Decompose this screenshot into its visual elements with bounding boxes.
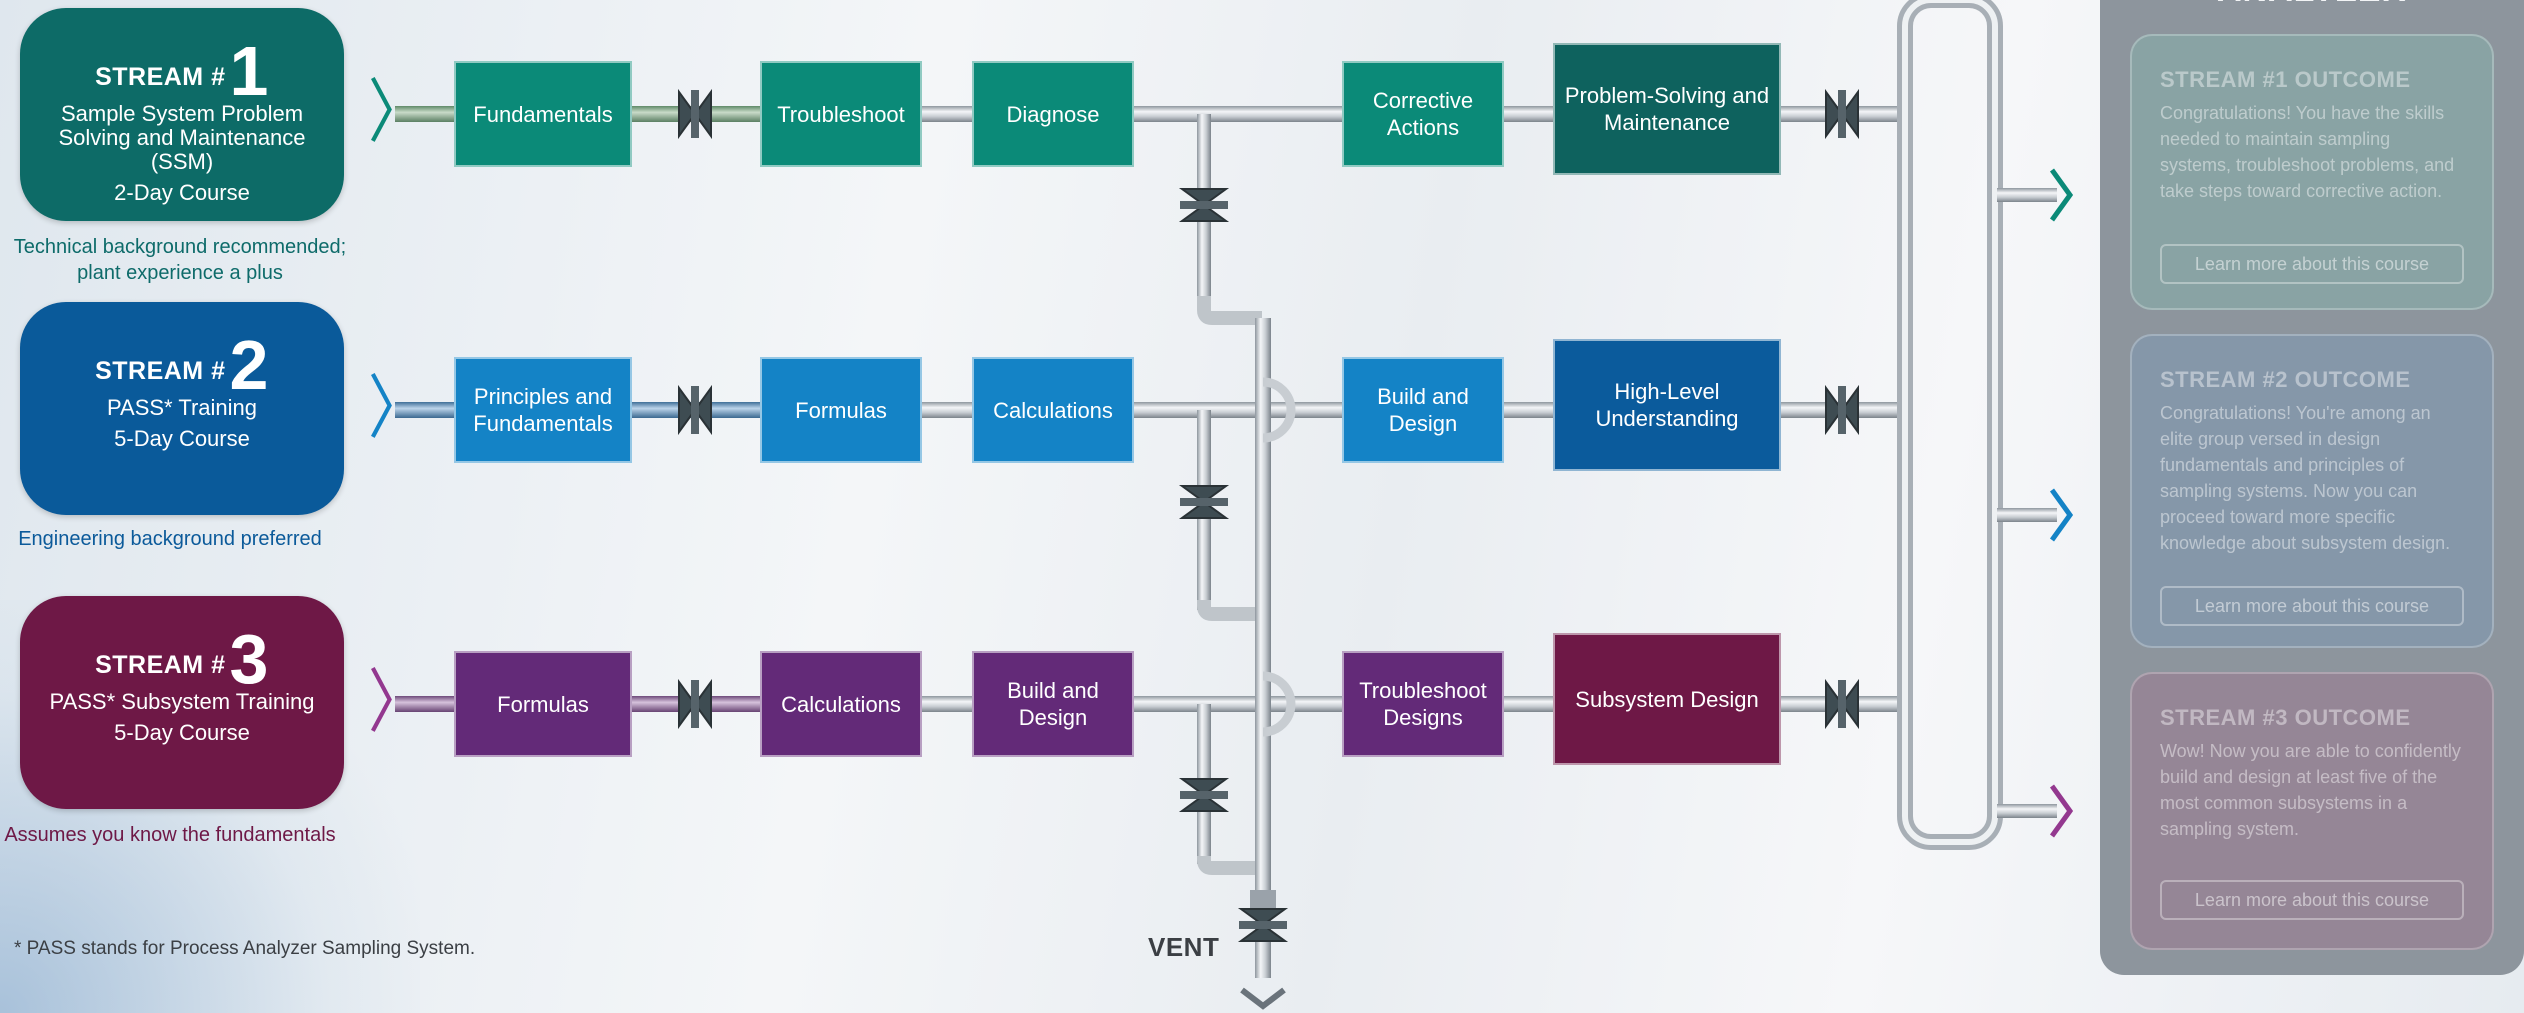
outlet-pipe-2	[1997, 508, 2057, 522]
elbow-3	[1197, 856, 1262, 875]
stage-build-design[interactable]: Build and Design	[972, 651, 1134, 757]
pipe-2b	[920, 402, 972, 418]
valve-vent	[1238, 908, 1288, 942]
stream-number: 1	[229, 32, 269, 110]
stream-card-1[interactable]: STREAM #1 Sample System Problem Solving …	[20, 8, 344, 221]
input-arrow-3: 〉	[368, 663, 427, 742]
stage-high-level-understanding[interactable]: High-Level Understanding	[1553, 339, 1781, 471]
stream-duration: 5-Day Course	[114, 426, 250, 451]
vent-coupling	[1250, 890, 1276, 910]
stream-title: PASS* Training	[106, 395, 257, 420]
stage-principles-fundamentals[interactable]: Principles and Fundamentals	[454, 357, 632, 463]
stage-corrective-actions[interactable]: Corrective Actions	[1342, 61, 1504, 167]
input-arrow-2: 〉	[368, 369, 427, 448]
input-arrow-1: 〉	[368, 73, 427, 152]
elbow-1	[1197, 296, 1262, 325]
outcome-card-1: STREAM #1 OUTCOME Congratulations! You h…	[2130, 34, 2494, 310]
stream-heading: STREAM #3	[95, 620, 269, 698]
valve-2b	[1825, 385, 1859, 435]
vent-label: VENT	[1148, 932, 1220, 962]
stage-subsystem-design[interactable]: Subsystem Design	[1553, 633, 1781, 765]
stage-calculations[interactable]: Calculations	[972, 357, 1134, 463]
outlet-arrow-2	[2049, 488, 2074, 542]
outlet-pipe-3	[1997, 804, 2057, 818]
outcome-card-3: STREAM #3 OUTCOME Wow! Now you are able …	[2130, 672, 2494, 950]
stream-card-2[interactable]: STREAM #2 PASS* Training 5-Day Course	[20, 302, 344, 515]
outcome-title: STREAM #1 OUTCOME	[2160, 67, 2411, 92]
pipe-1b	[920, 106, 972, 122]
outcome-text: Wow! Now you are able to confidently bui…	[2160, 741, 2461, 839]
analyzer-outcome-panel: ANALYZER STREAM #1 OUTCOME Congratulatio…	[2100, 0, 2524, 975]
outcome-title: STREAM #3 OUTCOME	[2160, 705, 2411, 730]
pipe-3b	[920, 696, 972, 712]
pipe-1d	[1503, 106, 1555, 122]
vent-arrow	[1240, 987, 1286, 1010]
outcome-title: STREAM #2 OUTCOME	[2160, 367, 2411, 392]
stream-card-3[interactable]: STREAM #3 PASS* Subsystem Training 5-Day…	[20, 596, 344, 809]
stream-title: Sample System Problem Solving and Mainte…	[58, 101, 306, 174]
valve-2a	[678, 385, 712, 435]
panel-title: ANALYZER	[2100, 0, 2524, 10]
valve-3b	[1825, 679, 1859, 729]
stage-formulas[interactable]: Formulas	[454, 651, 632, 757]
stage-diagnose[interactable]: Diagnose	[972, 61, 1134, 167]
pipe-2d	[1503, 402, 1555, 418]
pipe-network	[395, 0, 2074, 1010]
pipe-3d	[1503, 696, 1555, 712]
stream-duration: 2-Day Course	[114, 180, 250, 205]
main-vent-pipe	[1255, 318, 1271, 978]
stream-requirement: Engineering background preferred	[18, 528, 322, 550]
manifold-loop	[1897, 0, 2003, 850]
stream-heading: STREAM #1	[95, 32, 269, 110]
crossover-hump-2	[1262, 377, 1296, 443]
stream-number: 3	[229, 620, 269, 698]
stream-requirement: Assumes you know the fundamentals	[4, 824, 336, 846]
valve-drop-2	[1179, 485, 1229, 519]
footnote: * PASS stands for Process Analyzer Sampl…	[14, 938, 476, 959]
stage-build-design[interactable]: Build and Design	[1342, 357, 1504, 463]
valve-drop-1	[1179, 188, 1229, 222]
valve-1a	[678, 89, 712, 139]
stage-problem-solving-maintenance[interactable]: Problem-Solving and Maintenance	[1553, 43, 1781, 175]
stream-duration: 5-Day Course	[114, 720, 250, 745]
valve-3a	[678, 679, 712, 729]
stream-number: 2	[229, 326, 269, 404]
outcome-text: Congratulations! You're among an elite g…	[2160, 403, 2451, 553]
stream-title: PASS* Subsystem Training	[49, 689, 315, 714]
outcome-card-2: STREAM #2 OUTCOME Congratulations! You'r…	[2130, 334, 2494, 648]
stream-requirement: Technical background recommended; plant …	[13, 236, 347, 284]
pipe-2c	[1133, 402, 1343, 418]
pipe-1c	[1133, 106, 1343, 122]
stage-fundamentals[interactable]: Fundamentals	[454, 61, 632, 167]
elbow-2	[1197, 600, 1262, 621]
input-pipe-2	[395, 402, 455, 418]
stage-troubleshoot-designs[interactable]: Troubleshoot Designs	[1342, 651, 1504, 757]
valve-drop-3	[1179, 778, 1229, 812]
valve-1b	[1825, 89, 1859, 139]
stage-formulas[interactable]: Formulas	[760, 357, 922, 463]
input-pipe-3	[395, 696, 455, 712]
stage-troubleshoot[interactable]: Troubleshoot	[760, 61, 922, 167]
outlet-arrow-3	[2049, 784, 2074, 838]
input-pipe-1	[395, 106, 455, 122]
outlet-arrow-1	[2049, 168, 2074, 222]
stream-heading: STREAM #2	[95, 326, 269, 404]
crossover-hump-3	[1262, 671, 1296, 737]
learn-more-button[interactable]: Learn more about this course	[2160, 880, 2464, 920]
pipe-3c	[1133, 696, 1343, 712]
outcome-text: Congratulations! You have the skills nee…	[2160, 103, 2455, 201]
outlet-pipe-1	[1997, 188, 2057, 202]
learn-more-button[interactable]: Learn more about this course	[2160, 244, 2464, 284]
stage-calculations[interactable]: Calculations	[760, 651, 922, 757]
learn-more-button[interactable]: Learn more about this course	[2160, 586, 2464, 626]
